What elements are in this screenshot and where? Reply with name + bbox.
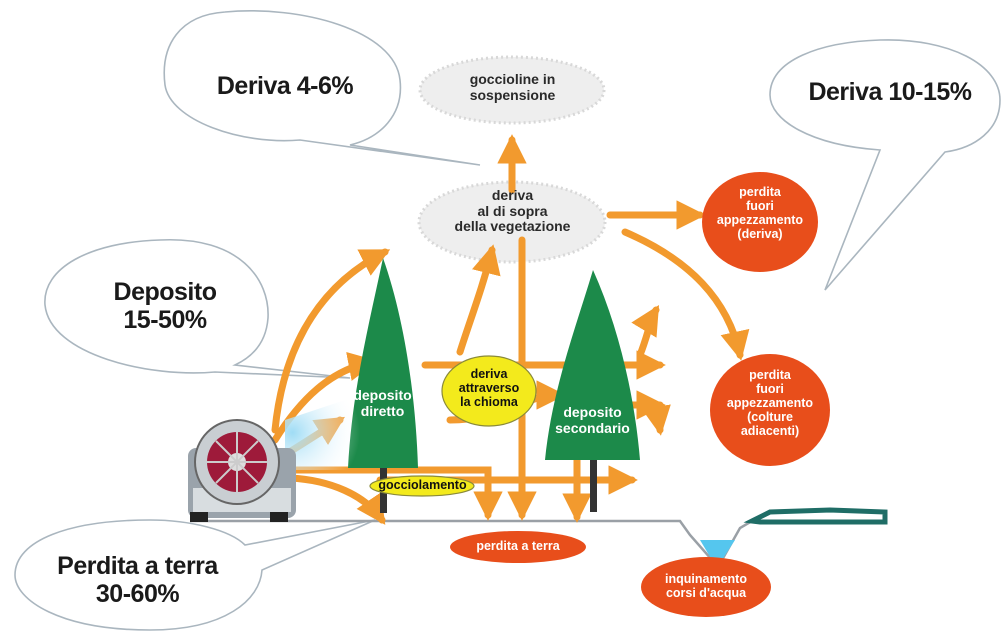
red-ellipse-perdita-terra: [450, 531, 586, 563]
red-ellipse-fuori-deriva: [702, 172, 818, 272]
callout-deriva-10-15: Deriva 10-15%: [808, 78, 972, 106]
cloud-label-sopra-vegetazione: deriva al di sopra della vegetazione: [454, 187, 571, 235]
callout-bubble-deposito: [44, 239, 351, 379]
label-deriva-chioma: deriva attraverso la chioma: [458, 367, 520, 409]
callout-perdita-terra: Perdita a terra 30-60%: [57, 552, 218, 608]
tree-label-deposito-diretto: deposito diretto: [353, 387, 412, 419]
callout-deriva-4-6: Deriva 4-6%: [216, 72, 354, 100]
callout-bubble-perdita-terra: [14, 519, 376, 631]
callout-bubble-deriva-4-6: [163, 10, 481, 166]
label-perdita-fuori-deriva: perdita fuori appezzamento (deriva): [716, 185, 804, 241]
label-perdita-fuori-colture: perdita fuori appezzamento (colture adia…: [726, 368, 814, 438]
red-ellipse-fuori-colture: [710, 354, 830, 466]
callout-bubble-deriva-10-15: [769, 39, 1001, 291]
sprayer: [188, 395, 360, 522]
label-perdita-a-terra: perdita a terra: [476, 539, 560, 553]
callout-deposito: Deposito 15-50%: [113, 278, 217, 334]
cloud-label-sospensione: goccioline in sospensione: [469, 71, 556, 103]
label-inquinamento-corsi-acqua: inquinamento corsi d'acqua: [665, 572, 747, 600]
tree-label-deposito-secondario: deposito secondario: [555, 404, 630, 436]
red-ellipse-inquinamento: [641, 557, 771, 617]
label-gocciolamento: gocciolamento: [378, 478, 467, 492]
tree-left: [348, 258, 418, 513]
yellow-ellipse-chioma: [441, 355, 537, 427]
tree-right: [545, 270, 640, 512]
yellow-ellipse-gocciolamento: [369, 475, 475, 497]
cloud-sospensione: [418, 55, 606, 125]
